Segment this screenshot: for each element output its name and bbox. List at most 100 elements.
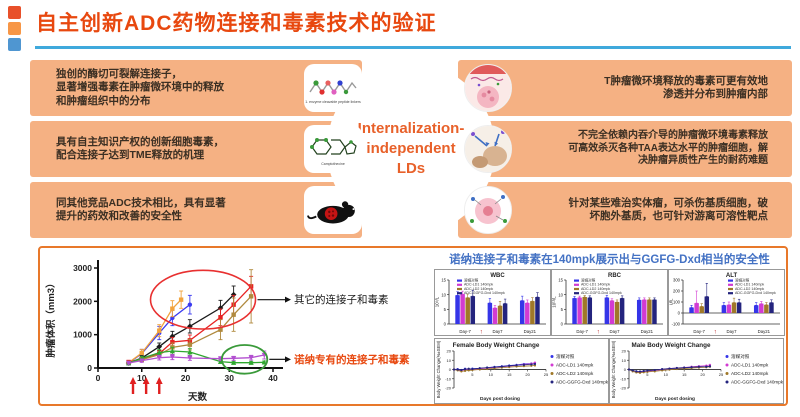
bullet-square-blue	[8, 38, 21, 51]
svg-text:10: 10	[622, 358, 627, 363]
svg-text:ADC-LD1 140mpk: ADC-LD1 140mpk	[731, 363, 769, 368]
svg-text:ADC-LD2 140mpk: ADC-LD2 140mpk	[556, 371, 594, 376]
mouse-tumor-icon	[307, 201, 355, 224]
svg-text:ADC-LD1 140mpk: ADC-LD1 140mpk	[464, 283, 493, 287]
svg-text:-20: -20	[620, 386, 627, 391]
feature-row-2: 具有自主知识产权的创新细胞毒素， 配合连接子达到TME释放的机理 Camptot…	[30, 121, 792, 177]
stroma-targeting-diagram-icon	[464, 186, 512, 234]
svg-text:25: 25	[719, 372, 724, 377]
svg-text:20: 20	[622, 349, 627, 354]
feature-row-3: 同其他竞品ADC技术相比，具有显著 提升的药效和改善的安全性	[30, 182, 792, 238]
peptide-linker-chip: 1. enzyme cleavable peptide linkers	[304, 64, 362, 112]
svg-text:20: 20	[525, 372, 530, 377]
feature-right-3: 针对某些难治实体瘤，可杀伤基质细胞，破 坏胞外基质，也可针对游离可溶性靶点	[458, 182, 792, 238]
svg-text:溶媒对照: 溶媒对照	[735, 278, 750, 283]
feature-right-1-text: T肿瘤微环境释放的毒素可更有效地 渗透并分布到肿瘤内部	[604, 74, 768, 100]
svg-text:Day-7: Day-7	[693, 329, 705, 334]
svg-text:Male Body Weight Change: Male Body Weight Change	[632, 342, 711, 349]
svg-text:溶媒对照: 溶媒对照	[556, 353, 575, 360]
feature-right-1: T肿瘤微环境释放的毒素可更有效地 渗透并分布到肿瘤内部	[458, 60, 792, 116]
svg-text:Day7: Day7	[492, 329, 503, 334]
feature-right-2: 不完全依赖内吞介导的肿瘤微环境毒素释放 可高效杀灭各种TAA表达水平的肿瘤细胞，…	[458, 121, 792, 177]
svg-text:溶媒对照: 溶媒对照	[464, 278, 479, 283]
peptide-linker-structure-icon	[309, 80, 357, 95]
svg-text:WBC: WBC	[490, 273, 505, 279]
center-circle-label: Internalization- independent LDs	[357, 119, 465, 178]
svg-text:Body Weight Change(%±SEM): Body Weight Change(%±SEM)	[611, 340, 616, 398]
svg-text:Day-7: Day-7	[576, 329, 588, 334]
svg-text:3000: 3000	[73, 263, 92, 273]
svg-text:10: 10	[489, 372, 494, 377]
svg-text:ADC-GGFG-Dxd 140mpk: ADC-GGFG-Dxd 140mpk	[581, 291, 622, 295]
feature-left-3: 同其他竞品ADC技术相比，具有显著 提升的药效和改善的安全性	[30, 182, 362, 238]
svg-text:ADC-GGFG-Dxd 140mpk: ADC-GGFG-Dxd 140mpk	[735, 291, 776, 295]
svg-text:溶媒对照: 溶媒对照	[581, 278, 596, 283]
title-bullet-squares	[8, 6, 21, 54]
tme-release-diagram-icon	[464, 64, 512, 112]
camptothecine-structure-icon	[310, 137, 357, 155]
svg-text:0: 0	[449, 367, 452, 372]
svg-text:5: 5	[444, 307, 447, 312]
svg-text:100: 100	[673, 300, 681, 305]
technology-overview-section: 独创的酶切可裂解连接子， 显著增强毒素在肿瘤微环境中的释放 和肿瘤组织中的分布 …	[30, 60, 792, 238]
svg-text:15: 15	[558, 278, 563, 283]
svg-text:15: 15	[682, 372, 687, 377]
bystander-killing-diagram-icon	[464, 125, 512, 173]
svg-text:40: 40	[268, 373, 278, 383]
svg-text:溶媒对照: 溶媒对照	[731, 353, 750, 360]
svg-text:0: 0	[561, 322, 564, 327]
svg-text:Day21: Day21	[641, 329, 654, 334]
camptothecine-chip: Camptothecine	[304, 125, 362, 173]
svg-text:0: 0	[678, 311, 681, 316]
svg-text:-10: -10	[620, 376, 627, 381]
svg-text:20: 20	[700, 372, 705, 377]
svg-text:↑: ↑	[597, 329, 600, 335]
svg-text:20: 20	[447, 349, 452, 354]
svg-text:5: 5	[471, 372, 474, 377]
svg-text:10⁹/L: 10⁹/L	[435, 296, 440, 307]
svg-text:15: 15	[441, 278, 446, 283]
svg-text:300: 300	[673, 278, 681, 283]
peptide-linker-caption: 1. enzyme cleavable peptide linkers	[305, 99, 361, 104]
svg-text:ADC-GGFG-Dxd 140mpk: ADC-GGFG-Dxd 140mpk	[464, 291, 505, 295]
bullet-square-red	[8, 6, 21, 19]
svg-text:↑: ↑	[714, 329, 717, 335]
camptothecine-caption: Camptothecine	[321, 161, 345, 166]
svg-text:-20: -20	[445, 386, 452, 391]
svg-text:10¹²/L: 10¹²/L	[552, 296, 557, 308]
svg-text:ALT: ALT	[726, 273, 738, 279]
svg-text:ADC-LD2 140mpk: ADC-LD2 140mpk	[731, 371, 769, 376]
svg-text:1000: 1000	[73, 330, 92, 340]
title-underline	[35, 46, 791, 49]
svg-text:ADC-GGFG-Dxd 140mpk: ADC-GGFG-Dxd 140mpk	[556, 380, 609, 385]
svg-text:20: 20	[181, 373, 191, 383]
svg-text:其它的连接子和毒素: 其它的连接子和毒素	[294, 293, 389, 306]
feature-left-1: 独创的酶切可裂解连接子， 显著增强毒素在肿瘤微环境中的释放 和肿瘤组织中的分布 …	[30, 60, 362, 116]
feature-left-2: 具有自主知识产权的创新细胞毒素， 配合连接子达到TME释放的机理 Camptot…	[30, 121, 362, 177]
svg-text:肿瘤体积（mm3）: 肿瘤体积（mm3）	[45, 278, 57, 357]
svg-text:Days post dosing: Days post dosing	[655, 396, 695, 402]
svg-text:30: 30	[225, 373, 235, 383]
svg-text:0: 0	[624, 367, 627, 372]
svg-text:0: 0	[96, 373, 101, 383]
svg-text:5: 5	[646, 372, 649, 377]
svg-text:15: 15	[507, 372, 512, 377]
svg-text:-100: -100	[672, 322, 681, 327]
svg-text:诺纳专有的连接子和毒素: 诺纳专有的连接子和毒素	[294, 353, 410, 366]
bullet-square-orange	[8, 22, 21, 35]
svg-text:Day21: Day21	[524, 329, 537, 334]
svg-text:Body Weight Change(%±SEM): Body Weight Change(%±SEM)	[436, 340, 441, 398]
svg-text:10: 10	[447, 358, 452, 363]
svg-text:10: 10	[441, 292, 446, 297]
svg-text:ADC-LD1 140mpk: ADC-LD1 140mpk	[581, 283, 610, 287]
svg-text:U/L: U/L	[669, 298, 674, 305]
svg-text:↑: ↑	[480, 329, 483, 335]
page-title: 自主创新ADC药物连接和毒素技术的验证	[36, 12, 437, 35]
feature-right-2-text: 不完全依赖内吞介导的肿瘤微环境毒素释放 可高效杀灭各种TAA表达水平的肿瘤细胞，…	[568, 129, 768, 167]
safety-title: 诺纳连接子和毒素在140mpk展示出与GGFG-Dxd相当的安全性	[449, 254, 770, 266]
